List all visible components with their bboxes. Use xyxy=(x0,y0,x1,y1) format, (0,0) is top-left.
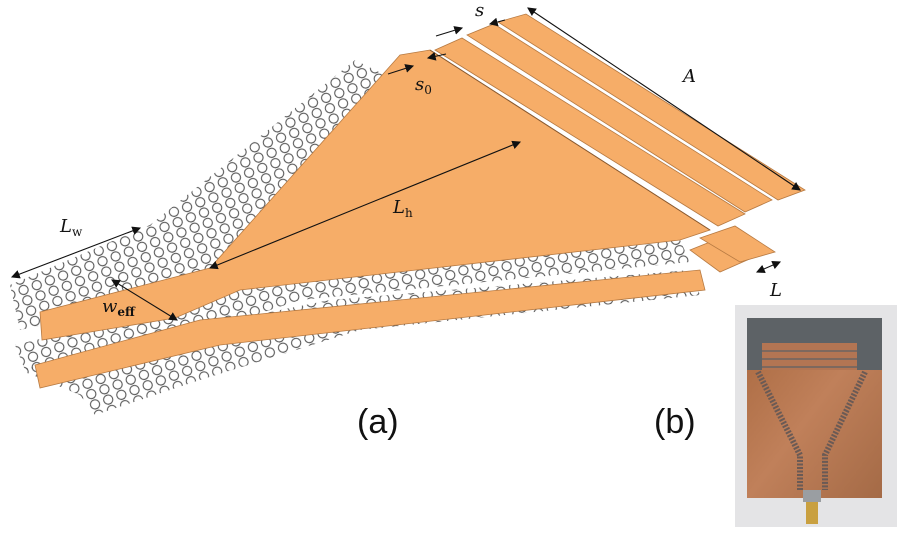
arrow-Lh xyxy=(208,140,522,270)
caption-b: (b) xyxy=(654,403,696,441)
label-Lw: Lw xyxy=(59,216,83,239)
antenna-photo xyxy=(735,305,897,527)
arrow-s0-right xyxy=(426,52,447,61)
label-s0: s0 xyxy=(415,74,432,97)
caption-a: (a) xyxy=(357,403,399,441)
arrow-Lw xyxy=(10,226,142,279)
label-L: L xyxy=(769,280,782,301)
arrow-s0-left xyxy=(387,64,415,75)
arrow-s-left xyxy=(435,26,464,37)
arrow-A xyxy=(527,7,801,191)
label-Lh: Lh xyxy=(392,197,413,220)
arrow-L xyxy=(755,261,782,273)
label-s: s xyxy=(475,0,484,21)
arrow-s-right xyxy=(488,17,506,27)
label-A: A xyxy=(681,66,696,87)
label-weff: weff xyxy=(102,296,136,319)
arrow-weff xyxy=(111,279,178,321)
dimension-arrows xyxy=(10,7,801,321)
